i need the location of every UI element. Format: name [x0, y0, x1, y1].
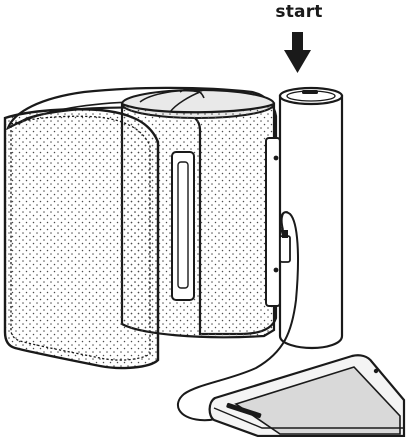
cuff-front-flap: [5, 109, 158, 368]
start-arrow-icon: [284, 32, 311, 73]
front-camera-icon: [374, 369, 378, 373]
start-button-icon: [302, 90, 318, 94]
monitor-tube: [280, 88, 342, 348]
smartphone: [210, 355, 404, 436]
start-label: start: [269, 2, 329, 22]
